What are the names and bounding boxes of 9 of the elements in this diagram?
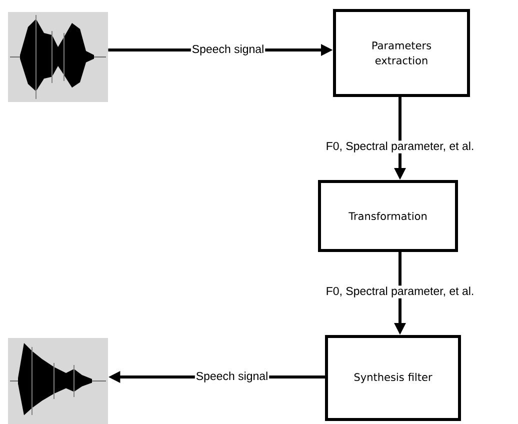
process-box: Parameters extraction bbox=[333, 9, 470, 97]
edge-label: F0, Spectral parameter, et al. bbox=[324, 140, 476, 154]
process-box: Transformation bbox=[318, 180, 458, 252]
process-box: Synthesis filter bbox=[325, 335, 461, 421]
edge-label: Speech signal bbox=[190, 44, 266, 56]
edge-label: F0, Spectral parameter, et al. bbox=[324, 286, 476, 298]
picture bbox=[8, 12, 108, 102]
picture bbox=[8, 338, 108, 424]
edge-label: Speech signal bbox=[194, 370, 270, 384]
